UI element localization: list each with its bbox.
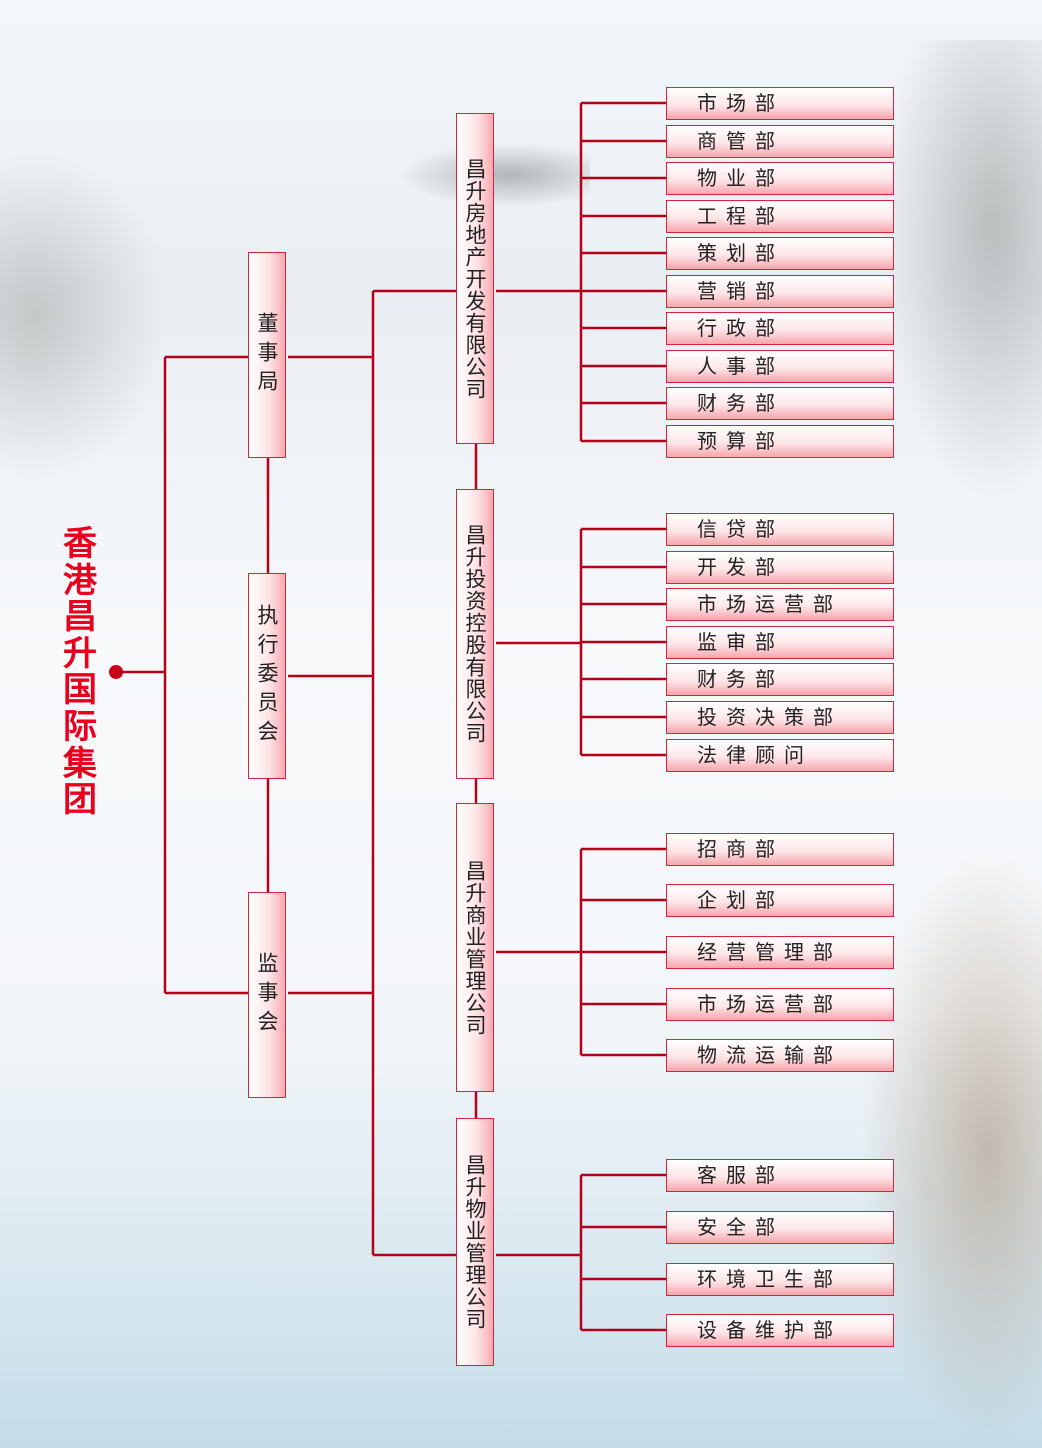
company-box[interactable]: 昌升投资控股有限公司	[456, 489, 494, 779]
company-label: 昌升商业管理公司	[463, 859, 487, 1036]
department-box[interactable]: 行政部	[666, 312, 894, 345]
department-box[interactable]: 投资决策部	[666, 701, 894, 734]
board-box[interactable]: 监事会	[248, 892, 286, 1098]
department-box[interactable]: 人事部	[666, 350, 894, 383]
department-box[interactable]: 营销部	[666, 275, 894, 308]
company-label: 昌升房地产开发有限公司	[463, 157, 487, 400]
department-box[interactable]: 招商部	[666, 833, 894, 866]
board-label: 执行委员会	[255, 603, 279, 749]
department-box[interactable]: 设备维护部	[666, 1314, 894, 1347]
board-box[interactable]: 执行委员会	[248, 573, 286, 779]
department-box[interactable]: 经营管理部	[666, 936, 894, 969]
department-box[interactable]: 物流运输部	[666, 1039, 894, 1072]
board-label: 董事局	[255, 311, 279, 399]
company-box[interactable]: 昌升商业管理公司	[456, 803, 494, 1092]
board-label: 监事会	[255, 951, 279, 1039]
group-title: 香港昌升国际集团	[63, 524, 97, 821]
department-box[interactable]: 市场运营部	[666, 588, 894, 621]
department-box[interactable]: 开发部	[666, 551, 894, 584]
department-box[interactable]: 监审部	[666, 626, 894, 659]
department-box[interactable]: 客服部	[666, 1159, 894, 1192]
department-box[interactable]: 财务部	[666, 387, 894, 420]
company-label: 昌升投资控股有限公司	[463, 524, 487, 744]
department-box[interactable]: 安全部	[666, 1211, 894, 1244]
company-box[interactable]: 昌升物业管理公司	[456, 1118, 494, 1366]
department-box[interactable]: 市场运营部	[666, 988, 894, 1021]
board-box[interactable]: 董事局	[248, 252, 286, 458]
company-label: 昌升物业管理公司	[463, 1154, 487, 1330]
department-box[interactable]: 企划部	[666, 884, 894, 917]
department-box[interactable]: 环境卫生部	[666, 1263, 894, 1296]
department-box[interactable]: 商管部	[666, 125, 894, 158]
department-box[interactable]: 法律顾问	[666, 739, 894, 772]
department-box[interactable]: 财务部	[666, 663, 894, 696]
department-box[interactable]: 市场部	[666, 87, 894, 120]
department-box[interactable]: 策划部	[666, 237, 894, 270]
company-box[interactable]: 昌升房地产开发有限公司	[456, 113, 494, 444]
department-box[interactable]: 物业部	[666, 162, 894, 195]
department-box[interactable]: 预算部	[666, 425, 894, 458]
department-box[interactable]: 信贷部	[666, 513, 894, 546]
department-box[interactable]: 工程部	[666, 200, 894, 233]
